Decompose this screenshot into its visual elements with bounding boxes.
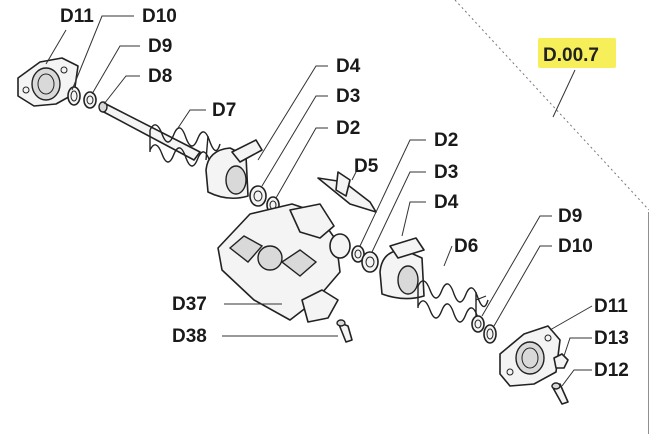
label-d8: D8 bbox=[148, 66, 172, 87]
leader-lines bbox=[45, 15, 593, 387]
label-d7: D7 bbox=[212, 100, 236, 121]
diagram-code: D.00.7 bbox=[543, 45, 599, 66]
diagram-code-tag: D.00.7 bbox=[538, 38, 616, 118]
label-d5: D5 bbox=[354, 156, 379, 177]
part-d11-right bbox=[499, 325, 561, 387]
part-d11-left bbox=[17, 57, 79, 107]
part-d7-spring bbox=[149, 124, 221, 167]
part-d2-right bbox=[351, 245, 365, 263]
part-d38-screw bbox=[336, 319, 353, 343]
part-d9-right bbox=[471, 315, 485, 333]
part-d5-blade bbox=[317, 171, 377, 213]
label-d9-right: D9 bbox=[558, 206, 582, 227]
label-d2-top: D2 bbox=[336, 118, 360, 139]
part-d6-spring bbox=[417, 280, 489, 323]
label-d11-left: D11 bbox=[60, 6, 94, 27]
part-d9-left bbox=[83, 91, 97, 109]
part-d10-left bbox=[67, 86, 81, 106]
label-d4-right: D4 bbox=[434, 192, 459, 213]
label-d4-top: D4 bbox=[336, 56, 361, 77]
label-d9-left: D9 bbox=[148, 36, 172, 57]
part-d4-top bbox=[205, 139, 263, 200]
label-d3-top: D3 bbox=[336, 86, 360, 107]
boundary-line bbox=[454, 0, 649, 211]
label-d11-right: D11 bbox=[594, 296, 628, 317]
label-d13: D13 bbox=[594, 328, 629, 349]
part-d12-screw bbox=[551, 382, 569, 405]
label-d38: D38 bbox=[172, 326, 207, 347]
part-d3-top bbox=[249, 185, 267, 207]
label-d10-right: D10 bbox=[558, 236, 593, 257]
part-d4-right bbox=[379, 237, 425, 300]
label-d37: D37 bbox=[172, 294, 207, 315]
part-d3-right bbox=[361, 251, 379, 273]
part-d37-housing bbox=[217, 203, 351, 323]
label-d6: D6 bbox=[454, 236, 478, 257]
part-d10-right bbox=[483, 324, 497, 344]
label-d12: D12 bbox=[594, 360, 629, 381]
label-d2-right: D2 bbox=[434, 130, 458, 151]
label-d3-right: D3 bbox=[434, 162, 458, 183]
label-d10-left: D10 bbox=[142, 6, 177, 27]
part-d13-nut bbox=[553, 353, 569, 369]
